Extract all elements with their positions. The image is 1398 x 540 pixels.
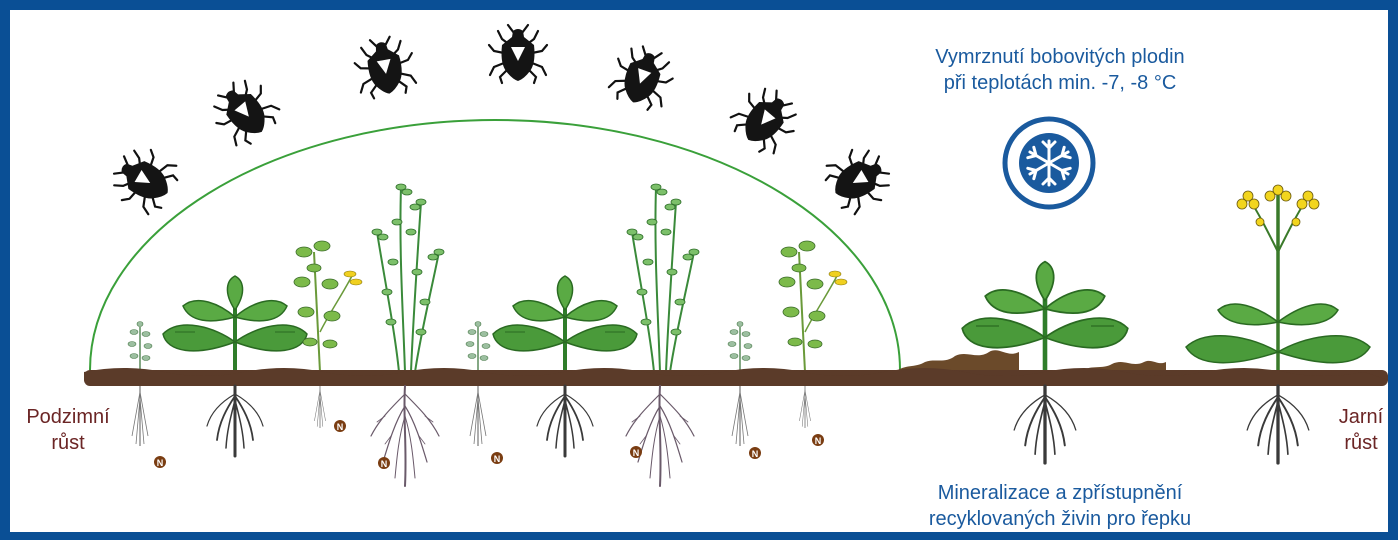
nitrogen-nodule-icon: N [630, 446, 642, 458]
shield-bug-icon [489, 25, 547, 83]
legume-seedling [466, 322, 490, 373]
nitrogen-label: N [381, 459, 388, 469]
nitrogen-nodule-icon: N [491, 452, 503, 464]
nitrogen-nodule-icon: N [378, 457, 390, 469]
rapeseed-plant [493, 276, 637, 372]
rapeseed-root [207, 386, 263, 456]
snowflake-icon [1005, 119, 1093, 207]
shield-bug-icon [105, 140, 184, 219]
legume-seedling [128, 322, 152, 373]
mineralization-caption: Mineralizace a zpřístupnění recyklovanýc… [910, 480, 1210, 532]
alfalfa-root [371, 386, 439, 486]
shield-bug-icon [351, 33, 418, 100]
shield-bug-icon [605, 40, 679, 114]
seedling-root [732, 386, 748, 446]
shield-bug-icon [819, 140, 898, 219]
frost-kill-caption: Vymrznutí bobovitých plodin při teplotác… [915, 44, 1205, 96]
seedling-root [470, 386, 486, 446]
spring-growth-label: Jarní růst [1332, 404, 1390, 456]
shield-bug-icon [204, 70, 286, 152]
autumn-growth-line2: růst [18, 430, 118, 456]
frost-kill-line1: Vymrznutí bobovitých plodin [915, 44, 1205, 70]
autumn-growth-line1: Podzimní [18, 404, 118, 430]
fenugreek-plant [779, 241, 847, 372]
mineralization-line1: Mineralizace a zpřístupnění [910, 480, 1210, 506]
nitrogen-label: N [157, 458, 164, 468]
spring-growth-line1: Jarní [1332, 404, 1390, 430]
nitrogen-nodule-icon: N [749, 447, 761, 459]
nitrogen-label: N [752, 449, 759, 459]
alfalfa-plant [627, 184, 699, 372]
fenugreek-root [314, 386, 325, 428]
autumn-growth-label: Podzimní růst [18, 404, 118, 456]
frost-kill-line2: při teplotách min. -7, -8 °C [915, 70, 1205, 96]
nitrogen-label: N [633, 448, 640, 458]
nitrogen-nodule-icon: N [812, 434, 824, 446]
flowering-rapeseed [1186, 185, 1370, 372]
mineralization-line2: recyklovaných živin pro řepku [910, 506, 1210, 532]
shield-bug-icon [725, 78, 807, 160]
nitrogen-label: N [337, 422, 344, 432]
rapeseed-plant [163, 276, 307, 372]
spring-growth-line2: růst [1332, 430, 1390, 456]
roots [132, 386, 1309, 486]
nitrogen-nodule-icon: N [154, 456, 166, 468]
legume-seedling [728, 322, 752, 373]
alfalfa-root [626, 386, 694, 486]
rapeseed-root [1014, 386, 1076, 463]
rapeseed-root [1247, 386, 1309, 463]
nitrogen-label: N [494, 454, 501, 464]
nitrogen-label: N [815, 436, 822, 446]
fenugreek-plant [294, 241, 362, 372]
nitrogen-nodules: N N N N N N N [154, 420, 824, 469]
autumn-plants [128, 184, 847, 372]
alfalfa-plant [372, 184, 444, 372]
fenugreek-root [799, 386, 810, 428]
rapeseed-root [537, 386, 593, 456]
seedling-root [132, 386, 148, 446]
pest-bugs [105, 25, 899, 219]
nitrogen-nodule-icon: N [334, 420, 346, 432]
